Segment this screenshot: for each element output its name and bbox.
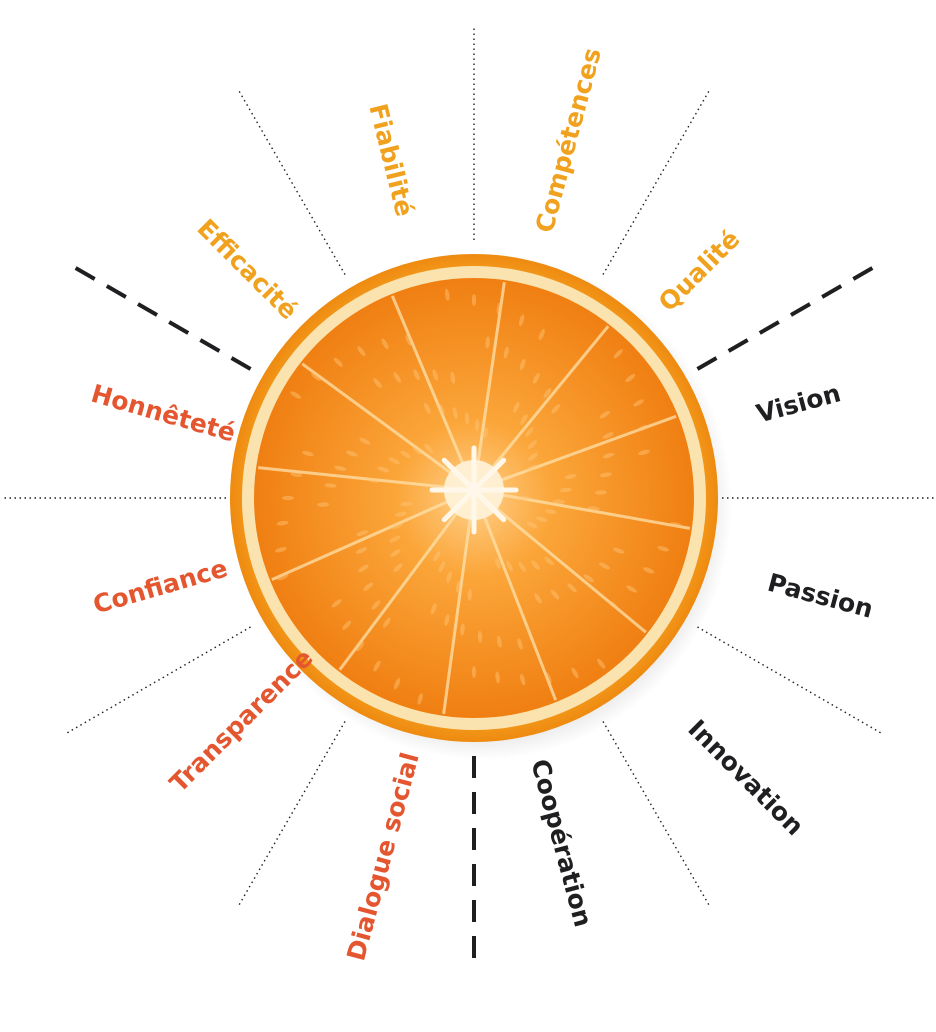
value-label: Passion	[765, 568, 877, 624]
pulp-vesicle	[472, 666, 476, 678]
value-label: Innovation	[682, 714, 809, 841]
group-separator-line	[67, 263, 251, 369]
dotted-divider-line	[603, 91, 709, 275]
value-label: Coopération	[525, 756, 598, 930]
orange-slice-image	[230, 252, 732, 760]
dotted-divider-line	[239, 721, 345, 905]
value-label: Confiance	[90, 553, 231, 619]
pulp-vesicle	[518, 496, 530, 500]
dotted-divider-line	[603, 721, 709, 905]
dotted-divider-line	[697, 627, 881, 733]
value-label: Compétences	[530, 45, 607, 236]
slice-core-star	[432, 448, 516, 532]
pulp-vesicle	[282, 496, 294, 500]
value-label: Honnêteté	[88, 379, 239, 448]
value-label: Transparence	[164, 643, 319, 798]
dotted-divider-line	[239, 91, 345, 275]
value-label: Dialogue social	[341, 749, 424, 963]
pulp-vesicle	[472, 294, 476, 306]
value-label: Vision	[753, 378, 843, 428]
value-label: Fiabilité	[363, 101, 419, 220]
value-label: Qualité	[653, 224, 746, 317]
value-label: Efficacité	[192, 213, 304, 325]
group-separator-line	[697, 263, 881, 369]
